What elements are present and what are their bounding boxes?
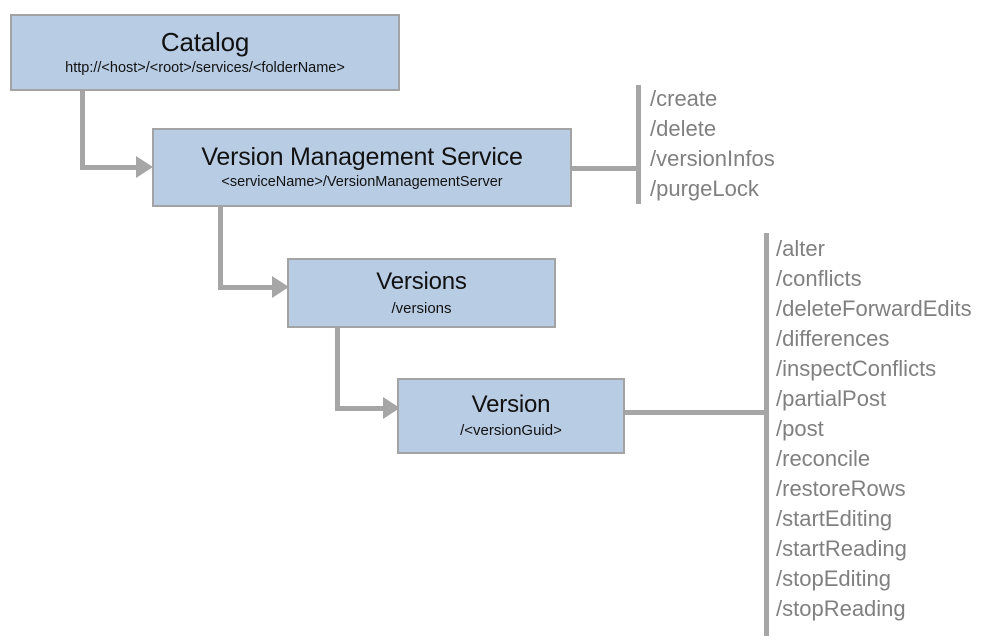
- endpoint-item: /differences: [776, 326, 890, 351]
- endpoint-item: /partialPost: [776, 386, 887, 411]
- node-version-management-service[interactable]: Version Management Service <serviceName>…: [152, 128, 572, 207]
- arrowhead-service-to-versions-icon: [272, 276, 289, 298]
- connector-service-to-versions-vertical: [218, 207, 223, 289]
- endpoint-item: /stopEditing: [776, 566, 891, 591]
- connector-versions-to-version-vertical: [335, 328, 340, 410]
- node-catalog-title: Catalog: [160, 26, 250, 57]
- connector-service-to-versions-horizontal: [218, 285, 274, 290]
- service-operations-bracket: [636, 85, 641, 204]
- connector-catalog-to-service-vertical: [80, 91, 85, 169]
- service-operations-list: /create/delete/versionInfos/purgeLock: [650, 84, 775, 204]
- endpoint-item: /restoreRows: [776, 476, 906, 501]
- endpoint-item: /post: [776, 416, 824, 441]
- endpoint-item: /stopReading: [776, 596, 906, 621]
- endpoint-item: /versionInfos: [650, 146, 775, 171]
- version-operations-bracket: [764, 233, 769, 636]
- endpoint-item: /deleteForwardEdits: [776, 296, 972, 321]
- node-version-subtitle: /<versionGuid>: [460, 422, 562, 440]
- endpoint-item: /startEditing: [776, 506, 893, 531]
- endpoint-item: /create: [650, 86, 718, 111]
- version-operations-list: /alter/conflicts/deleteForwardEdits/diff…: [776, 234, 972, 624]
- node-versions[interactable]: Versions /versions: [287, 258, 556, 328]
- node-versions-subtitle: /versions: [391, 299, 452, 317]
- endpoint-item: /purgeLock: [650, 176, 759, 201]
- node-version[interactable]: Version /<versionGuid>: [397, 378, 625, 454]
- connector-version-to-version-operations: [625, 410, 768, 415]
- connector-catalog-to-service-horizontal: [80, 165, 138, 170]
- arrowhead-catalog-to-service-icon: [136, 156, 153, 178]
- connector-versions-to-version-horizontal: [335, 406, 385, 411]
- node-catalog-subtitle: http://<host>/<root>/services/<folderNam…: [65, 59, 345, 76]
- node-version-management-service-subtitle: <serviceName>/VersionManagementServer: [221, 174, 503, 191]
- endpoint-item: /alter: [776, 236, 825, 261]
- endpoint-item: /startReading: [776, 536, 907, 561]
- node-versions-title: Versions: [376, 267, 467, 295]
- endpoint-item: /conflicts: [776, 266, 862, 291]
- endpoint-item: /inspectConflicts: [776, 356, 937, 381]
- node-catalog[interactable]: Catalog http://<host>/<root>/services/<f…: [10, 14, 400, 91]
- endpoint-item: /delete: [650, 116, 717, 141]
- arrowhead-versions-to-version-icon: [383, 397, 400, 419]
- connector-service-to-service-operations: [572, 166, 640, 171]
- endpoint-item: /reconcile: [776, 446, 871, 471]
- node-version-title: Version: [471, 391, 551, 419]
- node-version-management-service-title: Version Management Service: [201, 143, 523, 172]
